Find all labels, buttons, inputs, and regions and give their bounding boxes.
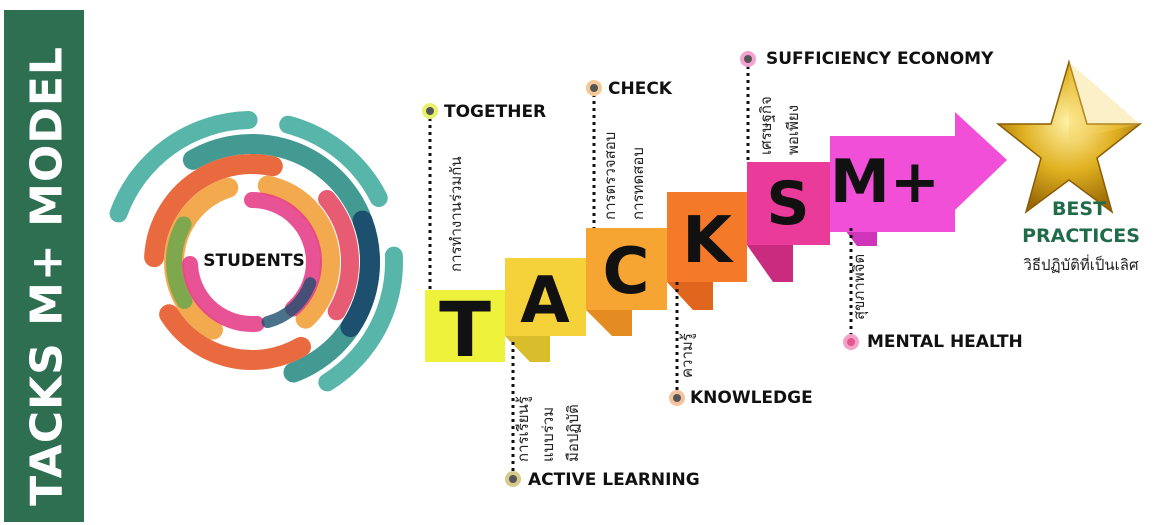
- letter-c: C: [603, 235, 650, 309]
- label-check: CHECK: [608, 79, 673, 99]
- step-s: [747, 162, 830, 245]
- step-m-plus-arrow: [830, 112, 1007, 232]
- thai-knowledge: ความรู้: [678, 333, 696, 378]
- step-c: [586, 228, 667, 310]
- thai-active-2: แบบร่วม: [539, 407, 557, 462]
- connector-lines: [428, 66, 853, 472]
- label-active-learning: ACTIVE LEARNING: [528, 470, 700, 490]
- thai-sufficiency-1: เศรษฐกิจ: [757, 96, 775, 155]
- step-t: [425, 290, 505, 362]
- thai-mental-health: สุขภาพจิต: [850, 254, 869, 320]
- star-icon: [995, 59, 1143, 214]
- label-knowledge: KNOWLEDGE: [690, 388, 813, 408]
- step-k: [667, 192, 747, 282]
- sidebar-panel: TACKS M+ MODEL: [4, 10, 84, 522]
- thai-active-1: การเรียนรู้: [514, 396, 532, 462]
- letter-t: T: [439, 285, 491, 374]
- letter-s: S: [766, 169, 809, 239]
- bullet-dots: [422, 51, 859, 487]
- staircase: [425, 112, 1007, 362]
- thai-check-2: การทดสอบ: [629, 147, 647, 220]
- thai-sufficiency-2: พอเพียง: [784, 105, 802, 155]
- label-together: TOGETHER: [444, 102, 546, 122]
- label-mental-health: MENTAL HEALTH: [867, 332, 1023, 352]
- thai-check-1: การตรวจสอบ: [601, 132, 619, 220]
- thai-active-3: มือปฏิบัติ: [564, 404, 582, 462]
- best-practices-thai: วิธีปฏิบัติที่เป็นเลิศ: [1023, 254, 1139, 274]
- students-ring-logo: [101, 111, 403, 414]
- letter-k: K: [682, 204, 734, 278]
- letter-a: A: [520, 264, 570, 338]
- best-practices-line2: PRACTICES: [1022, 225, 1140, 247]
- label-sufficiency-economy: SUFFICIENCY ECONOMY: [766, 49, 994, 69]
- step-a: [505, 258, 586, 336]
- thai-together: การทำงานร่วมกัน: [447, 156, 465, 272]
- students-label: STUDENTS: [203, 251, 304, 271]
- best-practices-line1: BEST: [1052, 198, 1106, 220]
- letter-m-plus: M+: [830, 147, 940, 217]
